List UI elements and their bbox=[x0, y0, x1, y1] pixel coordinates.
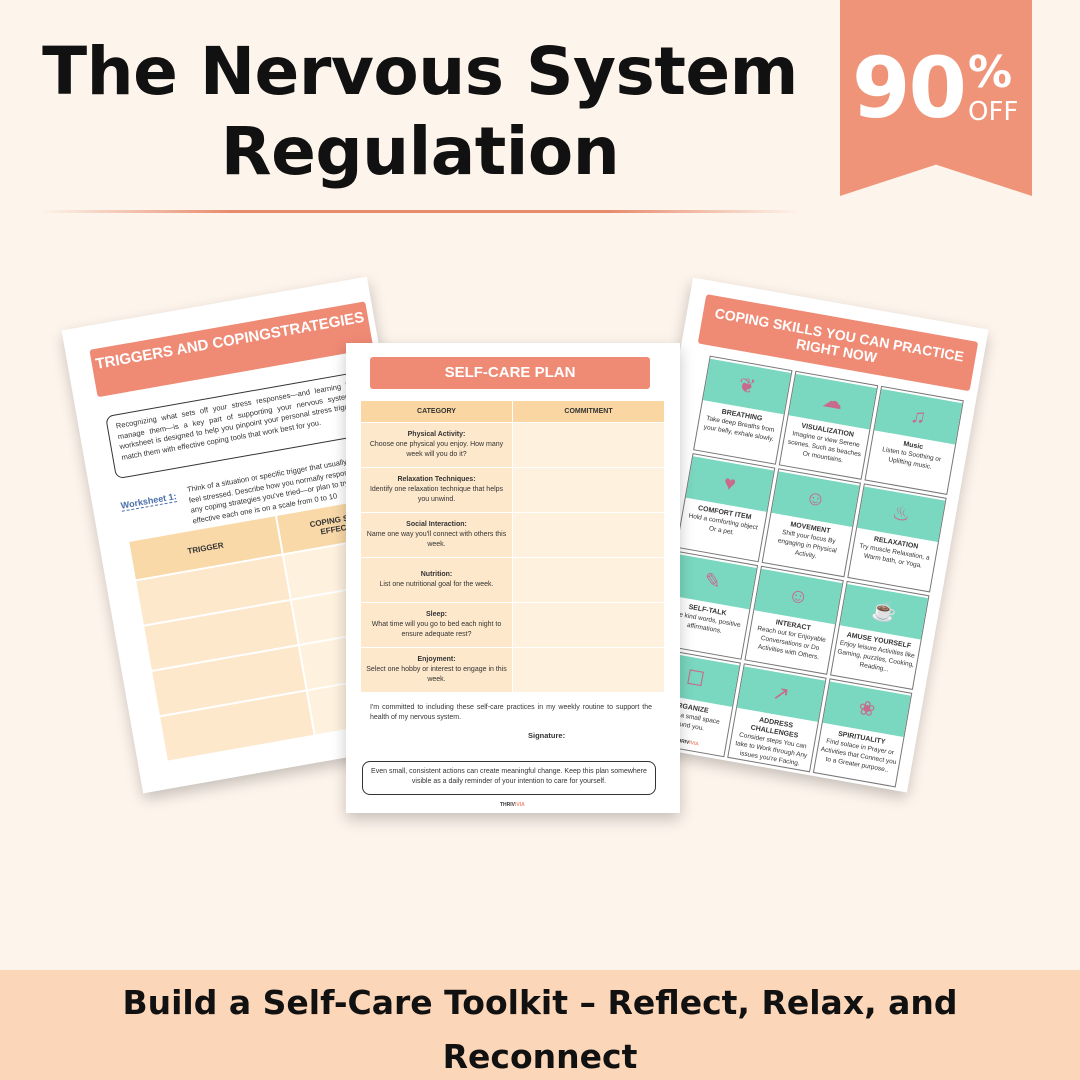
category-title: Enjoyment: bbox=[417, 656, 456, 663]
category-prompt: Name one way you'll connect with others … bbox=[366, 531, 507, 548]
commitment-cell bbox=[512, 467, 665, 513]
category-title: Nutrition: bbox=[420, 571, 453, 578]
reminder-box: Even small, consistent actions can creat… bbox=[362, 761, 656, 795]
worksheet-self-care-plan: SELF-CARE PLAN CATEGORY COMMITMENT Physi… bbox=[346, 343, 680, 813]
category-cell: Physical Activity: Choose one physical yo… bbox=[360, 422, 513, 468]
discount-number: 90 bbox=[852, 39, 967, 137]
category-title: Relaxation Techniques: bbox=[397, 476, 476, 483]
commitment-cell bbox=[512, 602, 665, 648]
bottom-banner bbox=[0, 970, 1080, 1080]
category-prompt: Select one hobby or interest to engage i… bbox=[366, 666, 507, 683]
commitment-statement: I'm committed to including these self-ca… bbox=[370, 704, 652, 721]
discount-badge bbox=[840, 0, 1032, 196]
table-row: Enjoyment: Select one hobby or interest t… bbox=[360, 647, 665, 693]
table-row: Nutrition: List one nutritional goal for … bbox=[360, 557, 665, 603]
tagline: Build a Self-Care Toolkit – Reflect, Rel… bbox=[122, 983, 958, 1076]
category-title: Sleep: bbox=[425, 611, 447, 618]
category-prompt: Choose one physical you enjoy. How many … bbox=[369, 441, 504, 458]
page-title: The Nervous System Regulation bbox=[20, 32, 820, 192]
category-prompt: List one nutritional goal for the week. bbox=[379, 581, 494, 588]
category-cell: Sleep: What time will you go to bed each … bbox=[360, 602, 513, 648]
brand-logo: THRIVIVIA bbox=[500, 802, 525, 808]
self-care-table: CATEGORY COMMITMENT Physical Activity: Ch… bbox=[360, 400, 665, 693]
category-cell: Social Interaction: Name one way you'll c… bbox=[360, 512, 513, 558]
category-prompt: Identify one relaxation technique that h… bbox=[369, 486, 504, 503]
table-row: Sleep: What time will you go to bed each … bbox=[360, 602, 665, 648]
worksheet-label: Worksheet 1: bbox=[120, 491, 178, 512]
self-care-banner: SELF-CARE PLAN bbox=[370, 357, 650, 389]
title-line-1: The Nervous System bbox=[42, 33, 798, 110]
commitment-cell bbox=[512, 557, 665, 603]
table-header-category: CATEGORY bbox=[360, 400, 513, 423]
commitment-cell bbox=[512, 422, 665, 468]
table-header-commitment: COMMITMENT bbox=[512, 400, 665, 423]
table-row: Social Interaction: Name one way you'll c… bbox=[360, 512, 665, 558]
discount-off: OFF bbox=[968, 97, 1019, 127]
category-cell: Relaxation Techniques: Identify one relax… bbox=[360, 467, 513, 513]
category-title: Physical Activity: bbox=[407, 431, 466, 438]
title-line-2: Regulation bbox=[220, 113, 620, 190]
category-cell: Enjoyment: Select one hobby or interest t… bbox=[360, 647, 513, 693]
table-row: Relaxation Techniques: Identify one relax… bbox=[360, 467, 665, 513]
commitment-cell bbox=[512, 512, 665, 558]
commitment-cell bbox=[512, 647, 665, 693]
category-title: Social Interaction: bbox=[406, 521, 467, 528]
signature-label: Signature: bbox=[528, 731, 566, 740]
discount-percent: % bbox=[968, 47, 1013, 98]
title-divider bbox=[40, 210, 800, 213]
table-row: Physical Activity: Choose one physical yo… bbox=[360, 422, 665, 468]
category-prompt: What time will you go to bed each night … bbox=[371, 621, 502, 638]
category-cell: Nutrition: List one nutritional goal for … bbox=[360, 557, 513, 603]
